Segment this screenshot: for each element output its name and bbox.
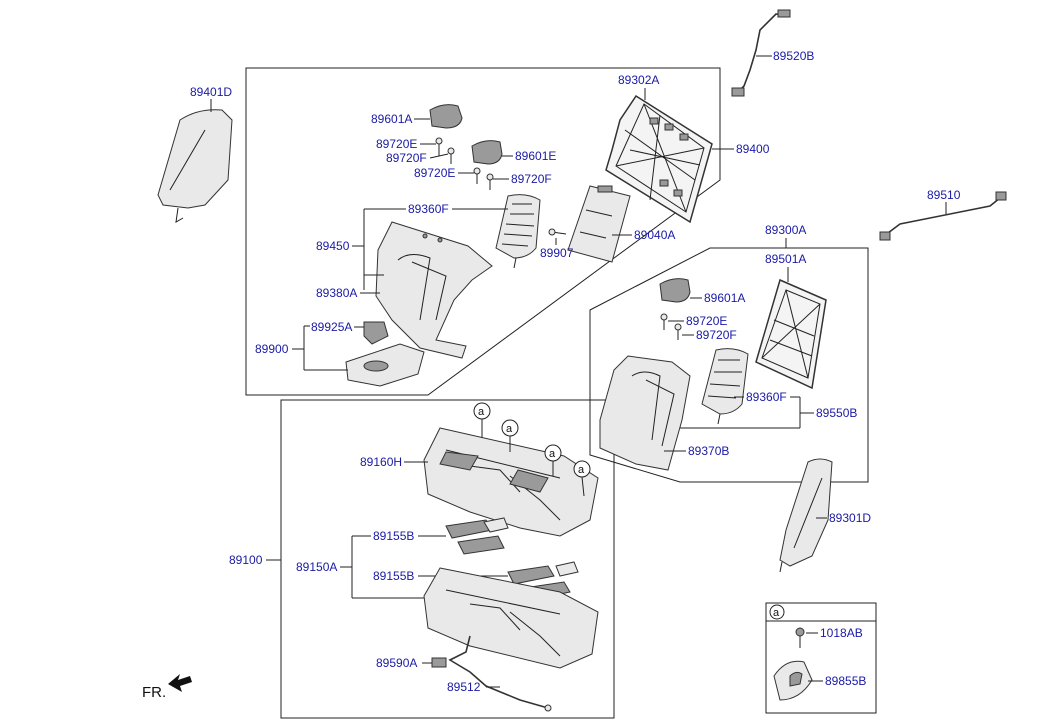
label-89155B-2: 89155B [373,569,414,583]
label-89590A: 89590A [376,656,417,670]
label-89380A: 89380A [316,286,357,300]
cushion-cover-89160H [423,427,599,537]
label-89720F-3: 89720F [696,328,737,342]
cupholder-89925A [363,321,389,345]
callout-a-4: a [578,464,585,476]
label-89302A: 89302A [618,73,659,87]
bolt-89720E-3 [660,313,668,330]
headrest-89601A-left [429,104,463,129]
bolt-89720F-1 [447,147,455,164]
label-89450: 89450 [316,239,350,253]
heater-pad-89155B-1 [445,517,509,555]
label-89925A: 89925A [311,320,352,334]
label-89601E: 89601E [515,149,556,163]
label-89720E-1: 89720E [376,137,417,151]
callouts-a: a a a a [473,402,591,497]
bolt-89907 [548,228,567,236]
detail-a-callout [769,604,785,620]
headrest-89601A-right [659,278,691,303]
label-89301D: 89301D [829,511,871,525]
label-89720F-2: 89720F [511,172,552,186]
label-89601A-2: 89601A [704,291,745,305]
label-1018AB: 1018AB [820,626,863,640]
seatback-frame-left [605,94,713,224]
label-89900: 89900 [255,342,289,356]
label-89720E-3: 89720E [686,314,727,328]
side-bolster-right [779,458,833,573]
armrest-89900 [345,343,425,387]
label-89501A: 89501A [765,252,806,266]
connector-89590A [431,657,447,668]
seatback-left-group-box [245,67,721,396]
label-89155B-1: 89155B [373,529,414,543]
cushion-foam [423,567,599,669]
label-89601A-1: 89601A [371,112,412,126]
callout-a-1: a [478,406,485,418]
cushion-group-box [280,399,615,719]
label-89512: 89512 [447,680,481,694]
label-89360F-2: 89360F [746,390,787,404]
label-89550B: 89550B [816,406,857,420]
label-89720E-2: 89720E [414,166,455,180]
leader-89720F-1 [429,153,449,159]
cover-89855B [773,660,813,701]
label-89370B: 89370B [688,444,729,458]
wiring-harness-top [731,9,791,97]
label-89401D: 89401D [190,85,232,99]
label-89100: 89100 [229,553,263,567]
label-89040A: 89040A [634,228,675,242]
wiring-harness-right [879,191,1007,241]
clip-1018AB [795,627,805,648]
seatback-frame-right [755,278,827,390]
bolt-89720F-3 [674,323,682,340]
label-89150A: 89150A [296,560,337,574]
bolt-89720E-2 [473,167,481,184]
bolt-89720E-1 [435,137,443,156]
front-arrow-icon [168,674,192,692]
label-89300A: 89300A [765,223,806,237]
seatback-pad-89360F-right [701,348,749,425]
headrest-89601E [471,140,503,165]
label-89160H: 89160H [360,455,402,469]
label-89520B: 89520B [773,49,814,63]
detail-a-letter: a [773,607,780,619]
seatback-right-group-box [589,247,869,483]
label-89360F-1: 89360F [408,202,449,216]
callout-a-3: a [549,448,556,460]
bolt-89720F-2 [486,173,494,190]
seatback-assembly-89450 [375,221,493,359]
bracket-89040A [567,185,631,263]
label-89400: 89400 [736,142,770,156]
side-bolster-left [157,109,233,223]
label-89510: 89510 [927,188,961,202]
wiring-89512 [448,635,552,712]
seatback-right-pad [599,355,691,471]
label-89907: 89907 [540,246,574,260]
detail-a-box [765,602,877,714]
label-89855B: 89855B [825,674,866,688]
front-label: FR. [142,684,166,701]
label-89720F-1: 89720F [386,151,427,165]
callout-a-2: a [506,423,513,435]
seatback-pad-89360F-left [495,194,541,269]
